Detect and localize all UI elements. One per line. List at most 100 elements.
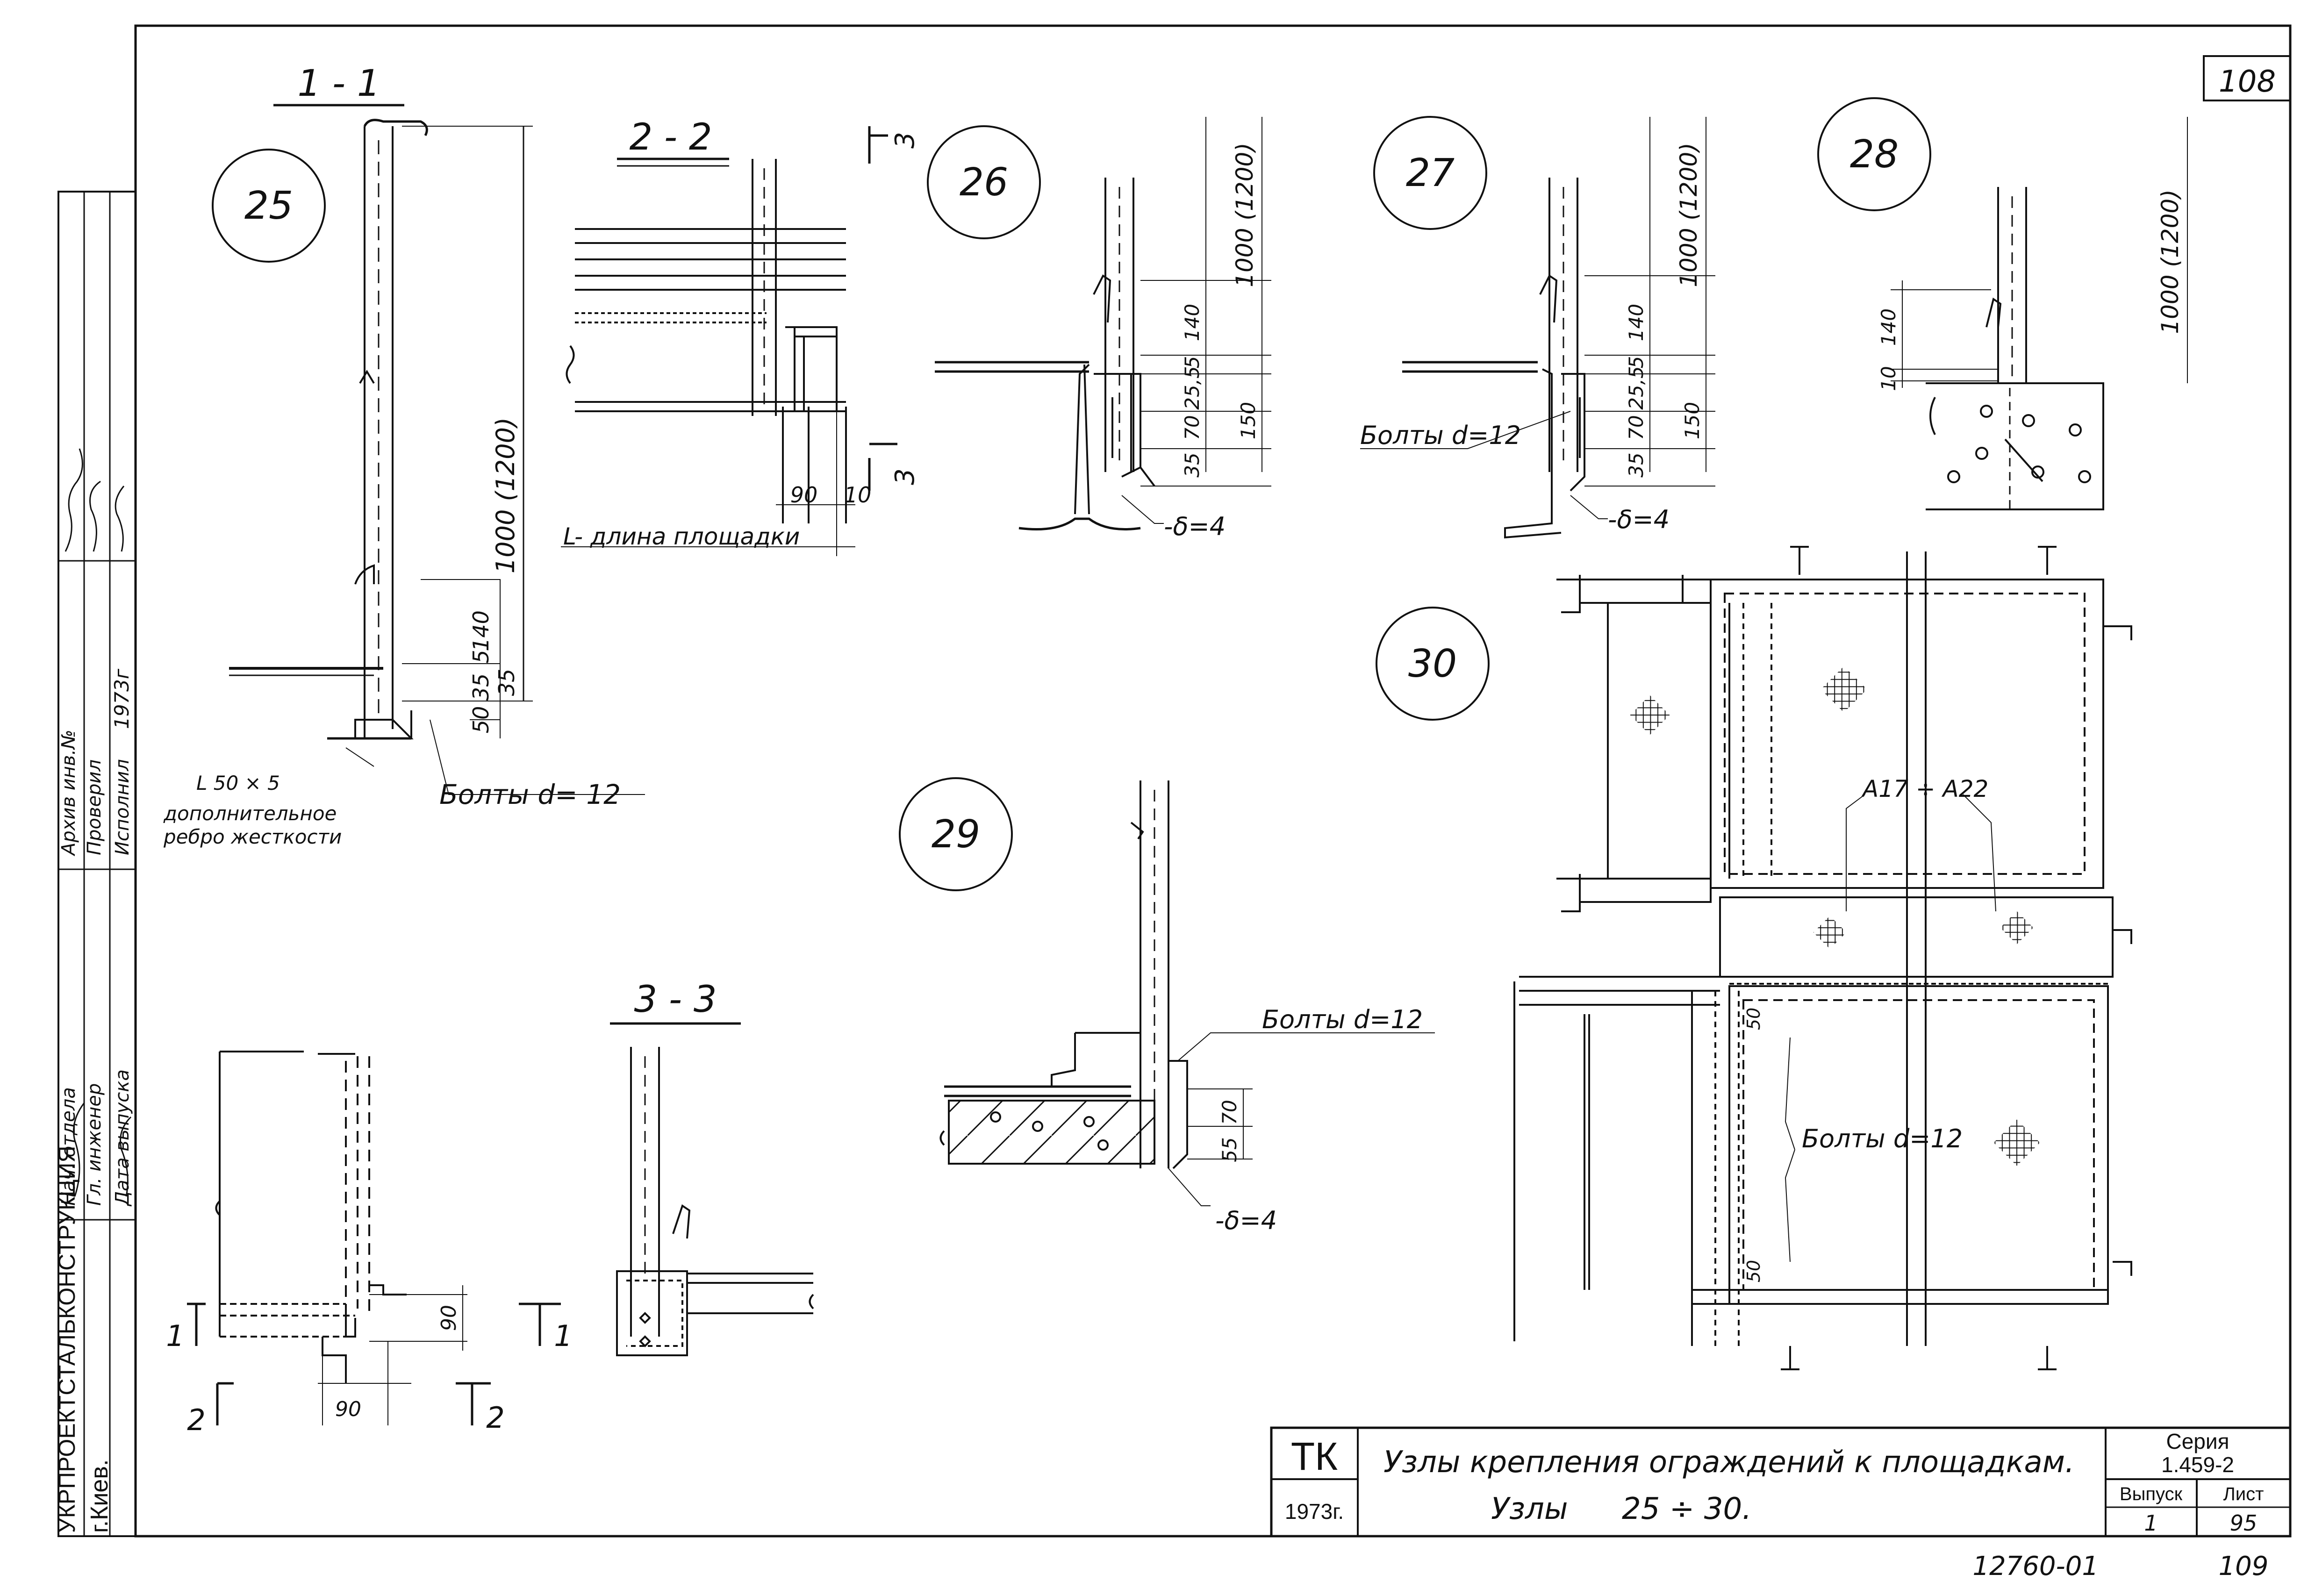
d26-plate-label: -δ=4 xyxy=(1164,512,1226,541)
detail-30-mesh xyxy=(1630,666,2040,1166)
detail-28-labels: 140 10 1000 (1200) xyxy=(1877,189,2184,391)
title-line-2-prefix: Узлы xyxy=(1491,1492,1568,1526)
node-circle-26: 26 xyxy=(927,125,1041,239)
section-title-3-3: 3 - 3 xyxy=(610,979,741,1025)
stamp-year: 1973г xyxy=(110,668,133,729)
section-2-2-labels: 90 10 L- длина площадки xyxy=(563,482,871,550)
d29-bolts-label: Болты d=12 xyxy=(1262,1005,1423,1034)
s22-dim-10: 10 xyxy=(844,482,872,508)
d26-dim-25-5: 25,5 xyxy=(1181,366,1204,410)
signatures xyxy=(65,448,132,1197)
cut-mark-3-bottom xyxy=(868,443,897,491)
detail-26-labels: 1000 (1200) 140 5 25,5 70 35 150 -δ=4 xyxy=(1164,143,1260,541)
d26-dim-70: 70 xyxy=(1181,415,1204,440)
corner-number-box: 108 xyxy=(2203,55,2291,101)
node-circle-27: 27 xyxy=(1373,116,1487,230)
cut-mark-1-left xyxy=(187,1303,206,1346)
section-bottom-left-labels: 90 90 xyxy=(335,1305,461,1421)
section-3-3-drawing xyxy=(616,1047,814,1356)
detail-27-drawing xyxy=(1360,117,1715,539)
node-number-28: 28 xyxy=(1850,132,1899,177)
cut-mark-2-left xyxy=(216,1382,234,1425)
issue-value: 1 xyxy=(2144,1510,2157,1536)
d27-dim-5: 5 xyxy=(1625,356,1648,369)
section-title-2-2: 2 - 2 xyxy=(617,116,729,167)
node-circle-30: 30 xyxy=(1376,607,1490,721)
cut-mark-1-right-label: 1 xyxy=(554,1319,572,1353)
d25-dim-50: 50 xyxy=(468,706,494,734)
stamp-approved-label: Гл. инженер xyxy=(84,1083,105,1206)
d25-bolts-label: Болты d= 12 xyxy=(439,779,621,810)
d27-dim-25-5: 25,5 xyxy=(1625,366,1648,410)
node-number-27: 27 xyxy=(1406,151,1455,195)
series-value: 1.459-2 xyxy=(2161,1453,2234,1477)
side-stamp: УКРПРОЕКТСТАЛЬКОНСТРУКЦИЯ г.Киев. Нач. о… xyxy=(54,191,136,1537)
d26-dim-35: 35 xyxy=(1181,452,1204,477)
detail-26-drawing xyxy=(935,117,1271,530)
d30-dim-50-bottom: 50 xyxy=(1743,1260,1764,1282)
corner-number: 108 xyxy=(2219,64,2276,99)
d26-dim-150: 150 xyxy=(1237,402,1260,439)
bottom-page: 109 xyxy=(2219,1551,2269,1582)
cut-mark-3-bottom-label: 3 xyxy=(890,468,920,485)
node-circle-25: 25 xyxy=(212,149,326,263)
stamp-date-label: Дата выпуска xyxy=(112,1069,133,1207)
org-name: УКРПРОЕКТСТАЛЬКОНСТРУКЦИЯ xyxy=(54,1146,80,1533)
cut-mark-1-left-label: 1 xyxy=(166,1319,184,1353)
tk-label: ТК xyxy=(1291,1434,1338,1478)
bl-dim-90h: 90 xyxy=(335,1397,361,1421)
section-label-2-2: 2 - 2 xyxy=(630,116,712,158)
cut-mark-2-left-label: 2 xyxy=(187,1403,205,1437)
title-block: ТК 1973г. Узлы крепления ограждений к пл… xyxy=(1270,1426,2292,1538)
d26-dim-140: 140 xyxy=(1181,304,1204,341)
section-title-1-1: 1 - 1 xyxy=(273,63,404,107)
cut-mark-2-right-label: 2 xyxy=(486,1401,504,1435)
d27-height-dim: 1000 (1200) xyxy=(1675,143,1702,287)
cut-mark-1-right xyxy=(519,1303,561,1346)
detail-30-labels: А17 ÷ А22 Болты d=12 50 50 xyxy=(1743,775,1988,1282)
detail-29-drawing xyxy=(939,780,1435,1206)
d27-bolts-label: Болты d=12 xyxy=(1360,421,1521,450)
d25-dim-140: 140 xyxy=(468,610,494,651)
sheet-label: Лист xyxy=(2223,1484,2264,1504)
d27-dim-150: 150 xyxy=(1681,402,1704,439)
d28-dim-10: 10 xyxy=(1877,366,1900,391)
node-circle-29: 29 xyxy=(899,777,1013,891)
d29-dim-55: 55 xyxy=(1218,1137,1241,1162)
detail-29-labels: Болты d=12 70 55 -δ=4 xyxy=(1215,1005,1423,1235)
d28-dim-140: 140 xyxy=(1877,308,1900,346)
section-2-2-drawing xyxy=(561,159,855,556)
d30-bolts-label: Болты d=12 xyxy=(1802,1124,1963,1153)
d25-rib-line-2: ребро жесткости xyxy=(163,825,342,848)
stamp-reviewed-label: Проверил xyxy=(84,759,105,855)
node-number-25: 25 xyxy=(244,184,293,228)
s22-length-label: L- длина площадки xyxy=(563,523,800,550)
cut-mark-3-top xyxy=(868,126,888,164)
d25-dim-35b: 35 xyxy=(494,669,519,696)
detail-25-post xyxy=(229,119,645,795)
node-number-26: 26 xyxy=(960,160,1008,205)
stamp-inv-label: Архив инв.№ xyxy=(58,730,79,857)
d25-height-dim: 1000 (1200) xyxy=(491,417,520,573)
d28-height-dim: 1000 (1200) xyxy=(2157,189,2184,334)
d29-dim-70: 70 xyxy=(1218,1100,1241,1124)
node-number-29: 29 xyxy=(932,812,980,857)
detail-27-labels: 1000 (1200) 140 5 25,5 70 35 150 Болты d… xyxy=(1360,143,1704,534)
d25-rib-line-1: дополнительное xyxy=(163,802,337,825)
series-label: Серия xyxy=(2166,1429,2229,1453)
stamp-executed-label: Исполнил xyxy=(112,759,133,855)
d30-dim-50-top: 50 xyxy=(1743,1008,1764,1030)
d29-plate-label: -δ=4 xyxy=(1215,1206,1277,1235)
cut-mark-2-right xyxy=(456,1382,491,1425)
sheet-value: 95 xyxy=(2230,1510,2258,1536)
cut-mark-3-top-label: 3 xyxy=(890,132,920,149)
section-label-3-3: 3 - 3 xyxy=(634,979,717,1021)
d27-plate-label: -δ=4 xyxy=(1608,505,1670,534)
bl-dim-90v: 90 xyxy=(437,1305,461,1331)
d25-dim-5: 5 xyxy=(468,650,494,663)
title-line-1: Узлы крепления ограждений к площадкам. xyxy=(1383,1445,2074,1480)
d26-dim-5: 5 xyxy=(1181,356,1204,369)
org-city: г.Киев. xyxy=(86,1460,113,1533)
d26-height-dim: 1000 (1200) xyxy=(1231,143,1258,287)
